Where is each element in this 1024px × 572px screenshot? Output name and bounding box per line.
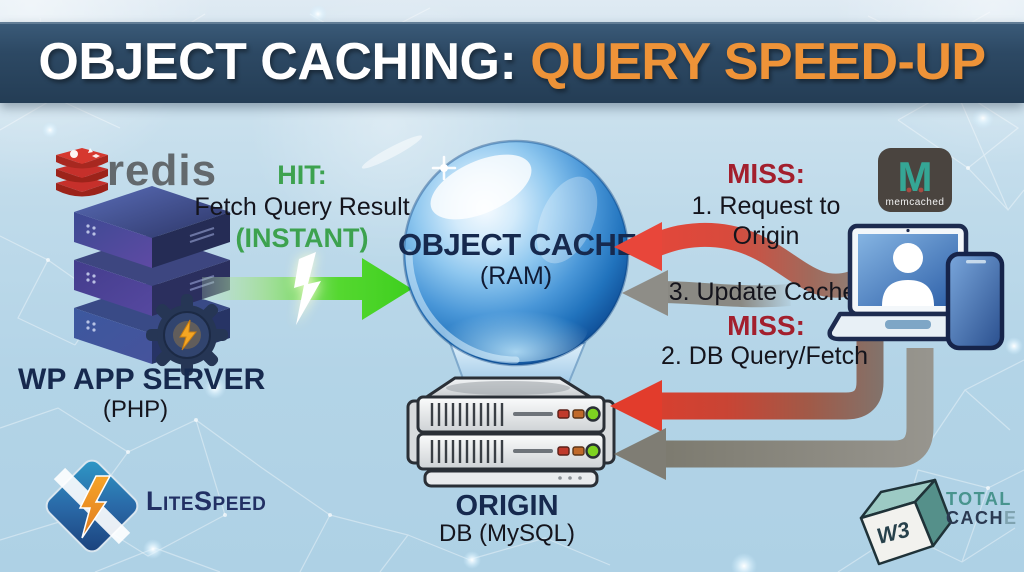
miss-top-line2: Origin: [732, 222, 800, 250]
title-banner: OBJECT CACHING: QUERY SPEED-UP: [0, 22, 1024, 103]
miss-query-arrow-icon: [610, 332, 884, 432]
w3-wordmark-cache-main: CACH: [946, 507, 1004, 528]
hit-line2: (INSTANT): [235, 223, 369, 253]
w3-wordmark-cache: CACHE: [946, 507, 1024, 528]
client-devices: [827, 223, 1005, 351]
gear-lightning-icon: [146, 294, 228, 376]
litespeed-wordmark: LiteSpeed: [146, 486, 267, 516]
flow-arrows: [610, 222, 934, 480]
origin-title: ORIGIN: [455, 490, 559, 522]
title-accent: QUERY SPEED-UP: [530, 33, 986, 91]
miss-top-line1: 1. Request to: [691, 192, 841, 220]
hit-label: HIT:: [277, 160, 327, 190]
w3-wordmark-cache-accent: E: [1004, 507, 1018, 528]
miss-top-label: MISS:: [727, 158, 805, 189]
redis-wordmark: redis: [106, 146, 218, 195]
wp-server-subtitle: (PHP): [102, 396, 169, 423]
w3-wordmark-total: TOTAL: [946, 489, 1012, 509]
memcached-label: memcached: [886, 197, 945, 208]
hit-line1: Fetch Query Result: [194, 193, 410, 221]
title-main: OBJECT CACHING:: [38, 33, 531, 91]
origin-server-icon: [406, 342, 616, 488]
db-fetch-return-arrow-icon: [614, 348, 934, 480]
memcached-logo-icon: M memcached: [878, 148, 952, 212]
hit-arrow-icon: [202, 252, 412, 325]
redis-logo-icon: [56, 148, 108, 197]
origin-subtitle: DB (MySQL): [438, 520, 575, 547]
wp-server-title: WP APP SERVER: [18, 363, 266, 396]
miss-request-arrow-icon: [614, 222, 856, 298]
miss-bottom-line1: 2. DB Query/Fetch: [660, 342, 869, 370]
cache-subtitle: (RAM): [479, 262, 553, 290]
memcached-monogram: M: [898, 153, 933, 200]
miss-bottom-label: MISS:: [727, 310, 805, 341]
update-cache-label: 3. Update Cache: [668, 278, 857, 306]
cache-title: OBJECT CACHE: [398, 227, 637, 262]
crystal-ball: [402, 139, 630, 367]
w3-cube-icon: W3: [859, 478, 953, 566]
update-cache-arrow-icon: [622, 270, 791, 316]
w3-wordmark: TOTAL CACHE: [946, 490, 1024, 528]
phone-icon: [945, 251, 1005, 351]
litespeed-logo-icon: [45, 459, 139, 553]
page-title: OBJECT CACHING: QUERY SPEED-UP: [0, 24, 1024, 101]
